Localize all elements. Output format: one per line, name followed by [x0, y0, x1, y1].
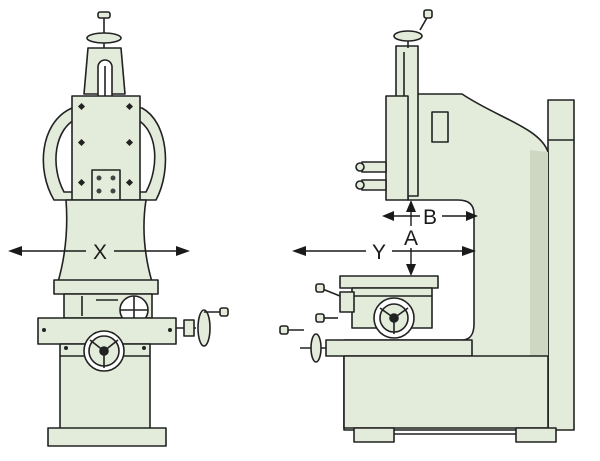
side-base — [343, 355, 549, 429]
x-dimension-label: X — [93, 241, 107, 264]
y-dimension-arrow — [292, 246, 476, 256]
x-dimension-arrow — [8, 246, 190, 256]
side-table-cranks — [315, 283, 355, 323]
side-work-table — [339, 275, 439, 289]
side-ram-head — [385, 95, 409, 201]
side-tool-clamps — [355, 161, 387, 191]
side-table-handwheel — [373, 297, 415, 339]
b-dimension-label: B — [423, 206, 437, 229]
side-rear-column — [547, 99, 575, 431]
y-dimension-label: Y — [372, 241, 386, 264]
side-foot-left — [353, 427, 395, 443]
a-dimension-label: A — [404, 227, 418, 250]
front-work-table — [53, 279, 159, 295]
side-feed-handwheel — [279, 325, 326, 363]
front-top-handwheel — [86, 11, 122, 48]
b-dimension-arrow — [382, 211, 478, 221]
front-view — [37, 11, 229, 447]
front-side-handwheel — [176, 307, 229, 347]
side-frame-panel — [431, 111, 449, 143]
side-top-handwheel — [393, 9, 433, 48]
side-view — [279, 9, 575, 443]
front-head-bolts — [77, 102, 134, 187]
side-saddle — [325, 339, 473, 357]
front-foot — [47, 427, 167, 447]
front-feed-handwheel — [83, 330, 125, 372]
side-foot-right — [515, 427, 557, 443]
front-tool-holder — [91, 169, 121, 201]
